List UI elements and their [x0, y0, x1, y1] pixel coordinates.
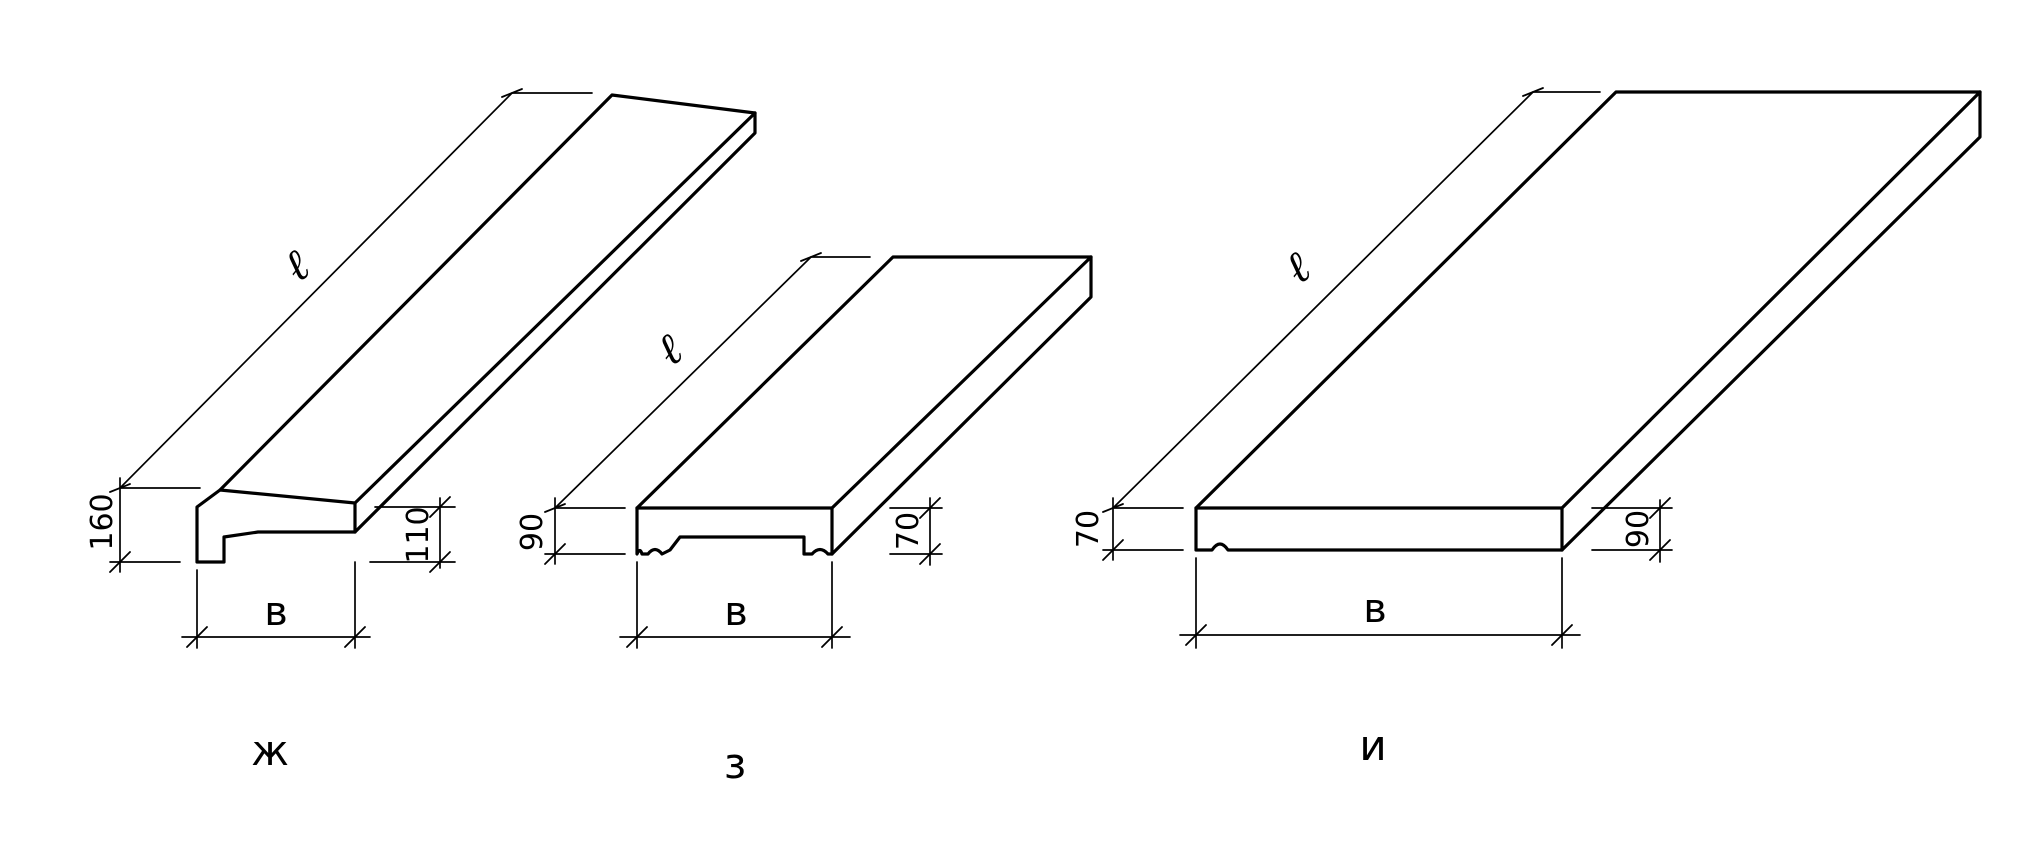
slab-figure-zh: ℓ 160 110 в ж — [85, 88, 757, 775]
slab-i-length-label: ℓ — [1276, 242, 1321, 295]
figure-caption-z: з — [724, 739, 746, 788]
slab-figure-z: ℓ 90 70 в з — [515, 252, 1093, 788]
slab-z-width-label: в — [724, 589, 748, 635]
slab-i-front-profile — [1194, 506, 1564, 552]
slab-zh-height-left: 160 — [85, 493, 120, 550]
slab-i-edge — [1560, 90, 1982, 510]
slab-z-height-left: 90 — [515, 513, 550, 551]
slab-zh-width-label: в — [264, 589, 288, 635]
slab-zh-top-surface — [218, 93, 757, 534]
slab-zh-edge — [353, 111, 757, 505]
slab-zh-length-dim-line — [119, 92, 513, 489]
slab-z-edge — [830, 255, 1093, 510]
slab-zh-length-label: ℓ — [275, 240, 320, 293]
slab-zh-front-profile — [195, 488, 357, 564]
slab-z-height-right: 70 — [891, 512, 926, 550]
slab-figure-i: ℓ 70 90 в и — [1071, 87, 1982, 770]
slab-i-height-right: 90 — [1621, 510, 1656, 548]
slab-i-width-label: в — [1363, 586, 1387, 632]
slab-i-height-left: 70 — [1071, 510, 1106, 548]
slab-z-front-profile — [635, 506, 834, 556]
slab-z-length-label: ℓ — [648, 324, 693, 377]
slab-zh-height-right: 110 — [401, 506, 436, 563]
figure-caption-zh: ж — [251, 726, 289, 775]
figure-caption-i: и — [1359, 721, 1386, 770]
